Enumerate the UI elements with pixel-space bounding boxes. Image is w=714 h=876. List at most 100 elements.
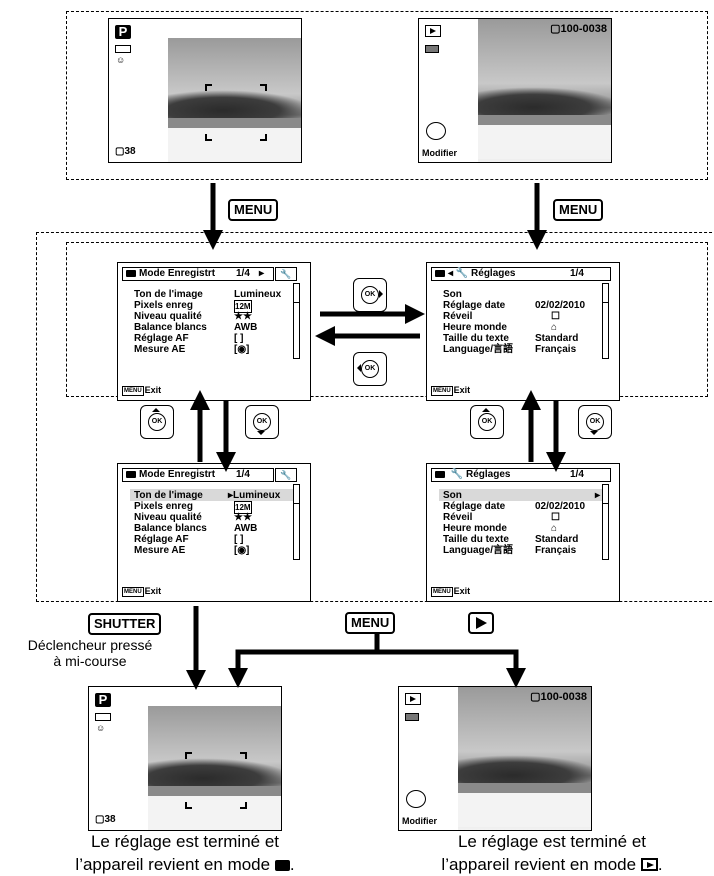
menu-item-label[interactable]: Heure monde [443,523,507,534]
camera-icon [435,470,445,478]
playback-screen-top: ▢100-0038 Modifier [418,18,612,163]
wrench-tab-icon: 🔧 [275,267,297,281]
menu-item-value: [ ] [234,333,244,344]
shutter-key-label: SHUTTER [88,613,162,635]
caption-right: Le réglage est terminé et l’appareil rev… [441,832,663,874]
battery-icon [405,713,419,721]
menu-item-label[interactable]: Son [443,289,462,300]
playback-mode-icon [405,693,421,705]
menu-item-label[interactable]: Niveau qualité [134,512,202,523]
menu-item-label[interactable]: Heure monde [443,322,507,333]
menu-item-label[interactable]: Balance blancs [134,523,207,534]
menu-item-value: 12M [234,300,252,313]
capture-screen-bottom: P ☺ ▢38 [88,686,282,831]
inner-dashed-box [66,242,708,397]
menu-item-label[interactable]: Balance blancs [134,322,207,333]
photo-playback [478,19,611,162]
menu-item-value: Français [535,344,577,355]
scrollbar-thumb[interactable] [602,484,609,504]
menu-item-value: Lumineux [234,289,282,300]
menu-item-value: 02/02/2010 [535,501,586,512]
menu-item-label[interactable]: Pixels enreg [134,300,193,311]
menu-key-label: MENU [345,612,396,634]
photo-playback [458,687,591,830]
top-dashed-box [66,11,708,180]
face-detect-icon: ☺ [96,723,106,733]
menu-item-value: [◉] [234,545,250,556]
menu-item-value: Français [535,545,577,556]
battery-icon [115,45,131,53]
playback-key-icon [468,612,494,634]
menu-item-label[interactable]: Réglage AF [134,333,189,344]
menu-item-label[interactable]: Taille du texte [443,333,509,344]
camera-mode-icon [274,860,290,871]
selected-row-highlight [130,489,294,501]
menu-item-label[interactable]: Ton de l'image [134,490,203,501]
photo-preview [148,706,281,830]
menu-item-value: ▸Lumineux [228,490,281,501]
menu-item-label[interactable]: Mesure AE [134,344,186,355]
menu-item-value: 12M [234,501,252,514]
modify-label: Modifier [402,816,437,826]
menu-item-value: [ ] [234,534,244,545]
ok-right-button-icon: OK [353,278,387,312]
battery-icon [425,45,439,53]
menu-item-label[interactable]: Réglage date [443,501,506,512]
menu-item-value: ⌂ [551,523,558,534]
scrollbar-thumb[interactable] [293,484,300,504]
menu-item-label[interactable]: Ton de l'image [134,289,203,300]
capture-screen-top: P ☺ ▢38 [108,18,302,163]
scrollbar-thumb[interactable] [293,283,300,303]
menu-item-label[interactable]: Niveau qualité [134,311,202,322]
file-number: ▢100-0038 [550,23,607,35]
camera-icon [126,470,136,478]
menu-item-value: ★★ [234,512,252,523]
menu-item-label[interactable]: Son [443,490,462,501]
menu-item-value: Standard [535,333,579,344]
camera-icon [435,269,445,277]
menu-item-label[interactable]: Language/言語 [443,545,514,556]
camera-icon [126,269,136,277]
modify-label: Modifier [422,148,457,158]
ok-up-button-icon: OK [470,405,504,439]
menu-item-label[interactable]: Réveil [443,311,473,322]
menu-item-label[interactable]: Réveil [443,512,473,523]
menu-item-label[interactable]: Taille du texte [443,534,509,545]
menu-item-label[interactable]: Language/言語 [443,344,514,355]
menu-item-value: AWB [234,322,258,333]
four-way-controller-icon [426,122,446,140]
wrench-tab-icon: 🔧 [275,468,297,482]
menu-item-label[interactable]: Réglage date [443,300,506,311]
menu-item-label[interactable]: Réglage AF [134,534,189,545]
scrollbar-thumb[interactable] [602,283,609,303]
arrow-menu-left [228,649,377,688]
menu-key-label: MENU [553,199,604,221]
menu-item-value: Standard [535,534,579,545]
submenu-arrow-icon: ▸ [595,490,601,501]
ok-up-button-icon: OK [140,405,174,439]
menu-item-label[interactable]: Pixels enreg [134,501,193,512]
menu-item-value: ⌂ [551,322,558,333]
middle-dashed-box [36,232,714,602]
menu-item-value: [◉] [234,344,250,355]
shots-remaining: ▢38 [115,146,136,157]
playback-mode-icon [640,858,658,871]
menu-item-value: ☐ [551,512,560,523]
playback-screen-bottom: ▢100-0038 Modifier [398,686,592,831]
selected-row-highlight [439,489,603,501]
menu-item-value: ★★ [234,311,252,322]
photo-preview [168,38,301,162]
menu-item-label[interactable]: Mesure AE [134,545,186,556]
shots-remaining: ▢38 [95,814,116,825]
